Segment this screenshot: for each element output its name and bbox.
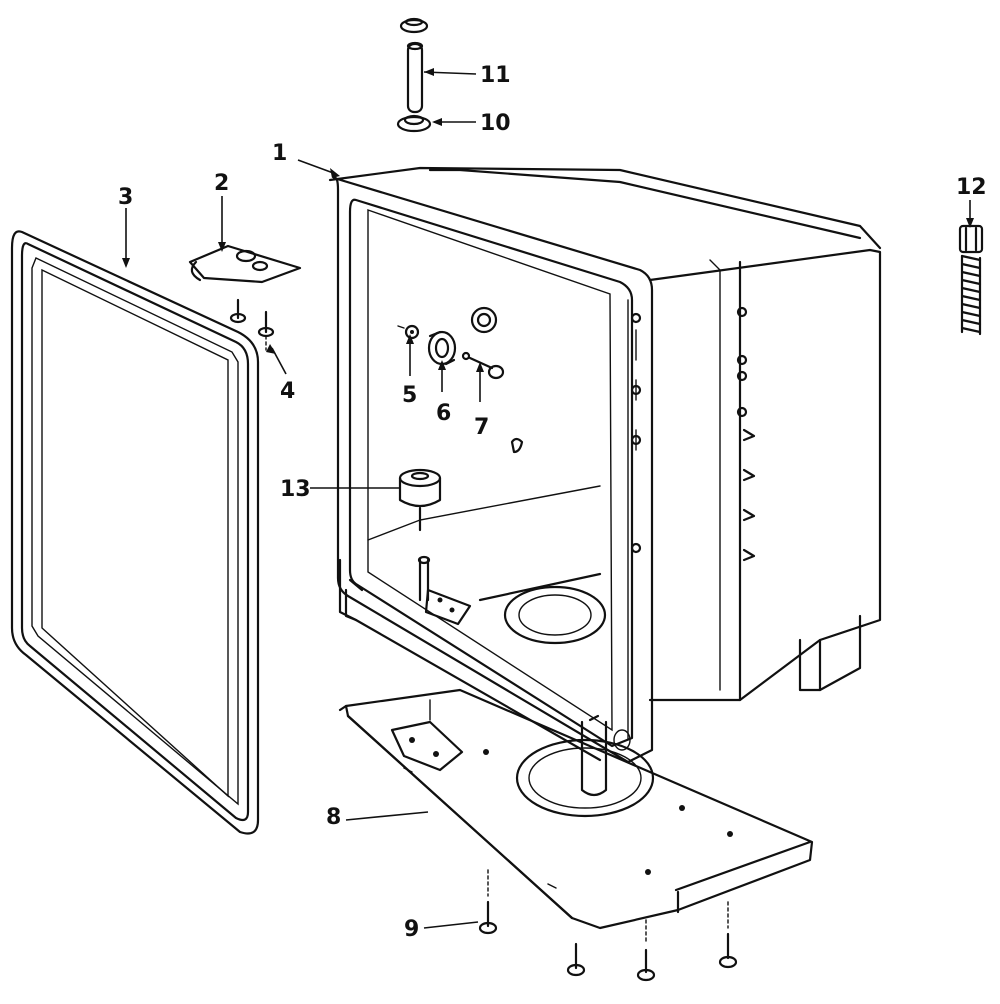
float-assembly	[398, 468, 442, 532]
callout-3: 3	[118, 185, 133, 210]
hose-clamp-bottom	[396, 114, 432, 133]
hose-clamp-top	[399, 17, 429, 34]
callout-10: 10	[480, 111, 511, 136]
fastener-pin	[461, 351, 505, 380]
door-gasket	[10, 230, 260, 835]
callout-4: 4	[280, 379, 295, 404]
callout-8: 8	[326, 805, 341, 830]
inlet-washer	[397, 324, 420, 340]
callout-2: 2	[214, 171, 229, 196]
base-plate	[338, 688, 814, 930]
callout-5: 5	[402, 383, 417, 408]
leader-lines	[122, 68, 974, 929]
inlet-nut	[427, 330, 457, 366]
callout-labels: 1 2 3 4 5 6 7 8 9 10 11 12 13	[118, 63, 987, 942]
callout-13: 13	[280, 477, 311, 502]
spring-fitting	[958, 224, 984, 336]
base-screws	[478, 869, 738, 982]
callout-9: 9	[404, 917, 419, 942]
callout-11: 11	[480, 63, 511, 88]
hinge-bracket	[188, 244, 302, 284]
fill-nut	[470, 306, 498, 334]
callout-12: 12	[956, 175, 987, 200]
hinge-screws	[229, 298, 275, 351]
dishwasher-tub	[328, 166, 882, 797]
hose-sleeve	[406, 41, 424, 114]
callout-1: 1	[272, 141, 287, 166]
callout-6: 6	[436, 401, 451, 426]
callout-7: 7	[474, 415, 489, 440]
